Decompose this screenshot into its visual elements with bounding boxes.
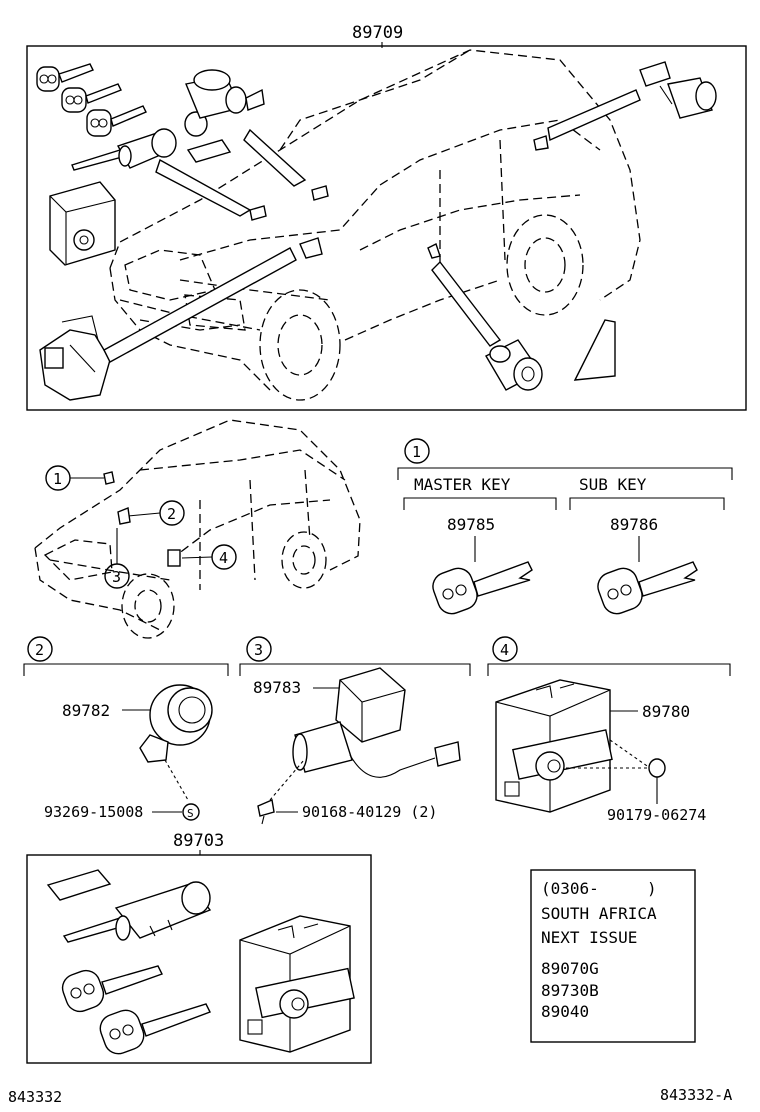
master-key-part-number: 89785 — [447, 515, 495, 534]
svg-text:3: 3 — [254, 641, 263, 659]
section-4-callout — [492, 636, 518, 662]
notice-part-2: 89730B — [541, 981, 599, 1000]
key-icon — [36, 63, 94, 92]
vehicle-illustration-small — [34, 419, 361, 639]
notice-part-3: 89040 — [541, 1002, 589, 1021]
sub-key-label: SUB KEY — [579, 475, 647, 494]
kit-number-top: 89709 — [352, 23, 403, 43]
svg-text:S: S — [187, 807, 194, 820]
pointer-arrow — [155, 158, 252, 217]
ignition-cylinder-icon — [71, 128, 177, 171]
section-2-callout — [27, 636, 53, 662]
footer-code-right: 843332-A — [660, 1086, 732, 1104]
master-key-icon — [432, 561, 533, 615]
sub-key-icon — [597, 561, 698, 615]
notice-box — [530, 869, 696, 1043]
svg-text:2: 2 — [167, 505, 176, 523]
part-89783: 89783 — [253, 678, 301, 697]
notice-date-range: (0306- ) — [541, 879, 657, 898]
transponder-box-icon — [49, 181, 116, 266]
svg-text:4: 4 — [500, 641, 509, 659]
vehicle-illustration-large — [109, 49, 641, 401]
pointer-arrow — [243, 128, 307, 187]
pointer-arrow — [103, 247, 297, 363]
svg-text:1: 1 — [53, 470, 62, 488]
notice-part-1: 89070G — [541, 959, 599, 978]
section-1-callout — [404, 438, 430, 464]
door-lock-cylinder-icon — [185, 69, 265, 119]
transponder-amp-icon — [39, 315, 111, 401]
screw-symbol — [182, 803, 200, 821]
svg-text:2: 2 — [35, 641, 44, 659]
key-icon — [99, 1003, 211, 1055]
pointer-arrow — [547, 89, 641, 142]
transponder-box-icon — [495, 679, 613, 813]
trim-piece-icon — [573, 319, 616, 381]
key-icon — [61, 965, 163, 1013]
notice-status: NEXT ISSUE — [541, 928, 637, 947]
svg-text:3: 3 — [112, 568, 121, 586]
ignition-cylinder-icon — [62, 881, 212, 943]
svg-text:4: 4 — [219, 549, 228, 567]
footer-code-left: 843332 — [8, 1088, 62, 1106]
key-icon — [61, 83, 122, 113]
nut-part-number: 90179-06274 — [607, 806, 706, 824]
key-blank-icon — [186, 139, 232, 163]
nut-icon — [648, 758, 666, 778]
back-door-lock-icon — [639, 61, 717, 119]
amplifier-unit-icon — [292, 667, 461, 778]
transponder-box-icon — [239, 915, 355, 1053]
key-blank-icon — [46, 869, 112, 901]
pointer-arrow — [431, 260, 502, 347]
part-89780: 89780 — [642, 702, 690, 721]
bottom-kit-frame — [26, 854, 372, 1064]
transponder-coil-icon — [139, 684, 213, 763]
svg-text:1: 1 — [412, 443, 421, 461]
notice-region: SOUTH AFRICA — [541, 904, 657, 923]
master-key-label: MASTER KEY — [414, 475, 511, 494]
kit-number-bottom: 89703 — [173, 831, 224, 851]
part-89782: 89782 — [62, 701, 110, 720]
bolt-part-number: 90168-40129 (2) — [302, 803, 437, 821]
key-icon — [86, 105, 147, 137]
screw-part-number: 93269-15008 — [44, 803, 143, 821]
section-3-callout — [246, 636, 272, 662]
sub-key-part-number: 89786 — [610, 515, 658, 534]
top-kit-frame — [26, 45, 747, 411]
door-lock-cylinder-icon — [485, 339, 543, 391]
